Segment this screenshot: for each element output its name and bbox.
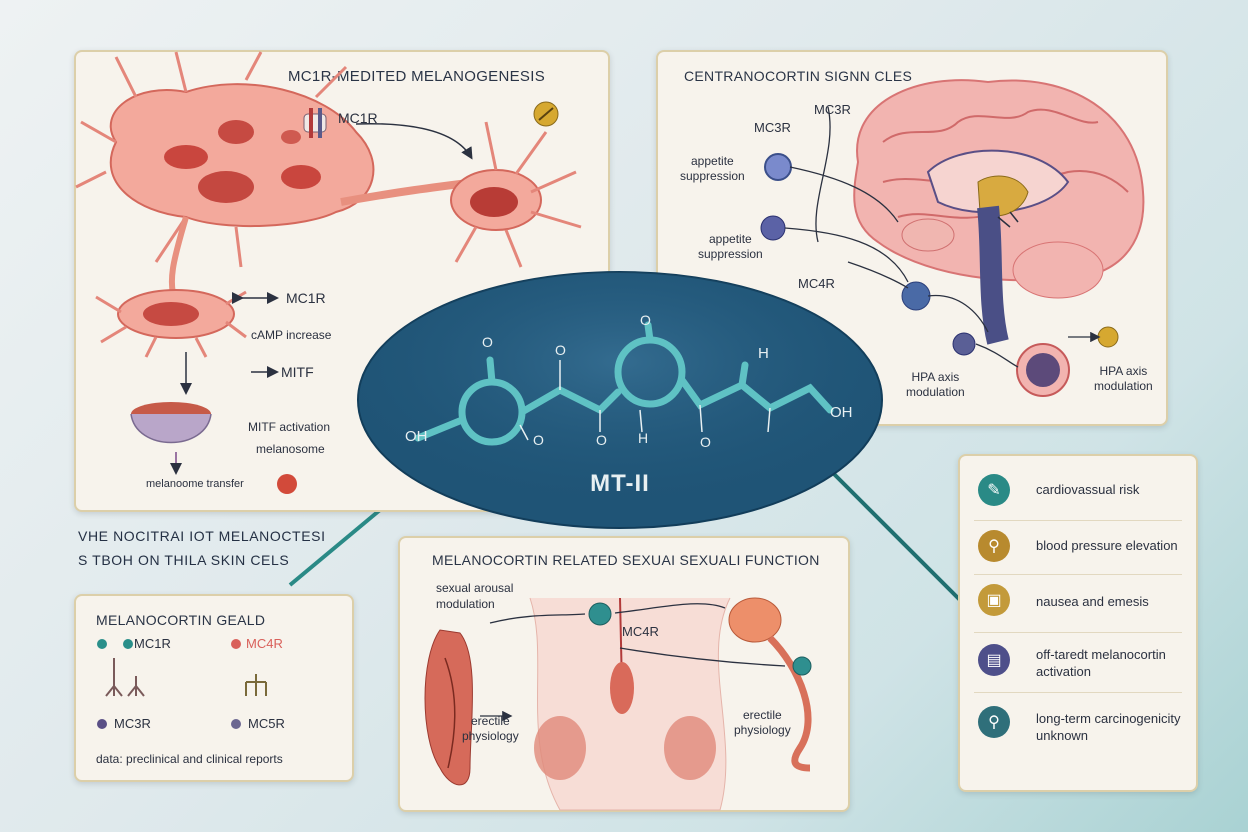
melanocyte-illustration — [75, 51, 582, 494]
mc1r-mid-label: MC1R — [286, 290, 326, 306]
mol-label-o-1: O — [482, 334, 493, 350]
mc4r-label: MC4R — [798, 276, 835, 291]
melanosome-bowl — [130, 402, 212, 444]
mol-label-oh-left: OH — [405, 428, 428, 445]
mc1r-receptor — [303, 108, 327, 138]
legend-title: MELANOCORTIN GEALD — [96, 612, 266, 628]
legend-mc4r: MC4R — [246, 636, 283, 651]
legend-mc5r: MC5R — [248, 716, 285, 731]
mitf-activation-label: MITF activation — [248, 420, 331, 434]
appetite-label-2: appetite suppression — [698, 232, 763, 261]
mc1r-top-label: MC1R — [338, 110, 378, 126]
hpa-label-1: HPA axis modulation — [906, 370, 965, 399]
mol-label-o-3: O — [640, 312, 651, 328]
mol-label-o-4: O — [533, 432, 544, 448]
sexual-mc4r-label: MC4R — [622, 624, 659, 639]
melanosome-label: melanosome — [256, 442, 325, 456]
legend-mc1r: MC1R — [134, 636, 171, 651]
central-title: CENTRANOCORTIN SIGNN CLES — [684, 68, 913, 84]
risk-label-3: off-taredt melanocortin activation — [1036, 647, 1166, 679]
melanogenesis-title: MC1R-MEDITED MELANOGENESIS — [288, 68, 545, 85]
risk-label-0: cardiovassual risk — [1036, 482, 1140, 497]
erectile-label-2: erectile physiology — [734, 708, 791, 737]
melanogenesis-panel: MC1R-MEDITED MELANOGENESIS — [74, 50, 610, 512]
syringe-icon: ✎ — [978, 474, 1010, 506]
legend-footnote: data: preclinical and clinical reports — [96, 752, 283, 766]
melanocyte-cell-lower — [95, 289, 247, 358]
mc3r-label-b: MC3R — [754, 120, 791, 135]
erectile-label-1: erectile physiology — [462, 714, 519, 743]
pressure-gauge-icon: ⚲ — [978, 530, 1010, 562]
hpa-label-2: HPA axis modulation — [1094, 364, 1153, 393]
monitor-icon: ▣ — [978, 584, 1010, 616]
appetite-label-1: appetite suppression — [680, 154, 745, 183]
mol-label-o-6: O — [700, 434, 711, 450]
risk-label-2: nausea and emesis — [1036, 594, 1149, 609]
melanocyte-cell-right — [450, 121, 582, 268]
sexual-function-title: MELANOCORTIN RELATED SEXUAI SEXUALI FUNC… — [432, 552, 820, 568]
anatomy-illustration — [424, 597, 812, 811]
mol-label-oh-right: OH — [830, 404, 853, 421]
risk-label-1: blood pressure elevation — [1036, 538, 1178, 553]
risks-panel: ✎ cardiovassual risk ⚲ blood pressure el… — [958, 454, 1198, 792]
mol-label-h-2: H — [758, 345, 769, 362]
caption-line-2: S TBOH ON THILA SKIN CELS — [78, 552, 290, 568]
mc3r-label-a: MC3R — [814, 102, 851, 117]
chart-icon: ▤ — [978, 644, 1010, 676]
mol-label-h-1: H — [638, 430, 649, 446]
legend-panel: MELANOCORTIN GEALD MC1R MC4R MC3R MC5R d… — [74, 594, 354, 782]
arousal-label: sexual arousal modulation — [436, 581, 514, 611]
risk-label-4: long-term carcinogenicity unknown — [1036, 711, 1181, 743]
brain-illustration — [760, 79, 1145, 397]
sexual-function-panel: MELANOCORTIN RELATED SEXUAI SEXUALI FUNC… — [398, 536, 850, 812]
mol-label-o-2: O — [555, 342, 566, 358]
melanosome-transfer-label: melanoome transfer — [146, 478, 244, 490]
mt-ii-title: MT-II — [590, 470, 650, 497]
legend-mc3r: MC3R — [114, 716, 151, 731]
caption-line-1: VHE NOCITRAI IOT MELANOCTESI — [78, 528, 326, 544]
camp-label: cAMP increase — [251, 328, 332, 342]
legend-markers — [97, 639, 267, 729]
central-signaling-panel: CENTRANOCORTIN SIGNN CLES MC3R MC3R appe… — [656, 50, 1168, 426]
mol-label-o-5: O — [596, 432, 607, 448]
mitf-label: MITF — [281, 364, 314, 380]
location-pin-icon: ⚲ — [978, 706, 1010, 738]
